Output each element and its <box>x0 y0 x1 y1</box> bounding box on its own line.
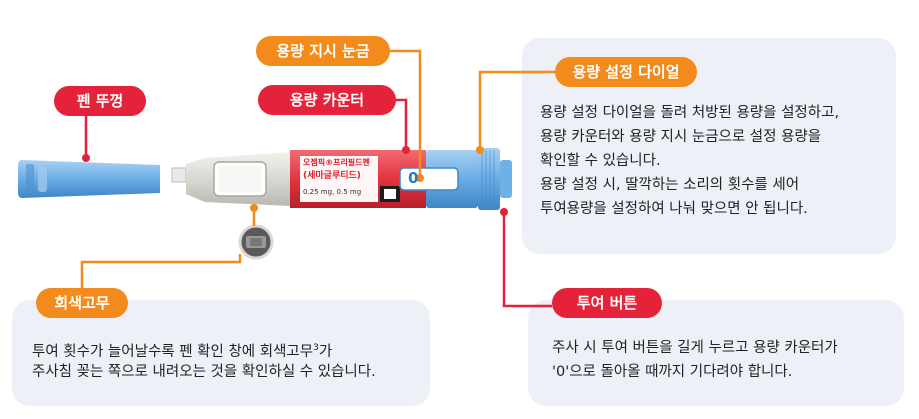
injection-button-description: 주사 시 투여 버튼을 길게 누르고 용량 카운터가 '0'으로 돌아올 때까지… <box>552 336 838 384</box>
grey-rubber-label: 회색고무 <box>36 288 128 318</box>
leader-injection-button <box>502 212 552 308</box>
dose-dial-label: 용량 설정 다이얼 <box>555 57 697 87</box>
dose-counter-label: 용량 카운터 <box>258 85 396 115</box>
leader-grey-rubber-b <box>80 254 242 290</box>
dose-dial-desc-line: 투여용량을 설정하여 나눠 맞으면 안 됩니다. <box>540 201 808 217</box>
pen-label-brand: 오젬픽®프리필드펜 <box>303 158 370 167</box>
injection-button-label: 투여 버튼 <box>552 288 662 318</box>
dose-dial-desc-line: 용량 설정 시, 딸깍하는 소리의 횟수를 세어 <box>540 177 800 193</box>
injection-desc-line: '0'으로 돌아올 때까지 기다려야 합니다. <box>552 364 793 380</box>
pen-cap-label: 펜 뚜껑 <box>54 86 146 116</box>
dose-dial-desc-line: 용량 카운터와 용량 지시 눈금으로 설정 용량을 <box>540 129 822 145</box>
grey-rubber-description: 투여 횟수가 늘어날수록 펜 확인 창에 회색고무3가 주사침 꽂는 쪽으로 내… <box>32 336 376 384</box>
pen-cap <box>18 160 160 198</box>
grey-rubber-desc-line2: 주사침 꽂는 쪽으로 내려오는 것을 확인하실 수 있습니다. <box>32 364 376 380</box>
dose-dial-description: 용량 설정 다이얼을 돌려 처방된 용량을 설정하고, 용량 카운터와 용량 지… <box>540 101 839 221</box>
leader-dose-indicator <box>390 49 422 178</box>
injection-desc-line: 주사 시 투여 버튼을 길게 누르고 용량 카운터가 <box>552 340 838 356</box>
grey-rubber-desc-text-end: 가 <box>318 343 333 360</box>
pen-label-strength: 0.25 mg, 0.5 mg <box>303 188 362 196</box>
footnote-marker: 3 <box>313 343 319 353</box>
dose-dial-desc-line: 용량 설정 다이얼을 돌려 처방된 용량을 설정하고, <box>540 105 840 121</box>
dose-counter-window: 0 <box>408 169 419 187</box>
dose-indicator-label: 용량 지시 눈금 <box>256 36 390 66</box>
dose-dial-desc-line: 확인할 수 있습니다. <box>540 153 661 169</box>
pen-label-generic: (세마글루티드) <box>303 171 361 181</box>
grey-rubber-desc-line1: 투여 횟수가 늘어날수록 펜 확인 창에 회색고무3가 <box>32 336 376 360</box>
leader-dose-dial <box>478 70 555 150</box>
leader-dose-counter <box>396 98 408 150</box>
grey-rubber-desc-text: 투여 횟수가 늘어날수록 펜 확인 창에 회색고무 <box>32 343 314 360</box>
